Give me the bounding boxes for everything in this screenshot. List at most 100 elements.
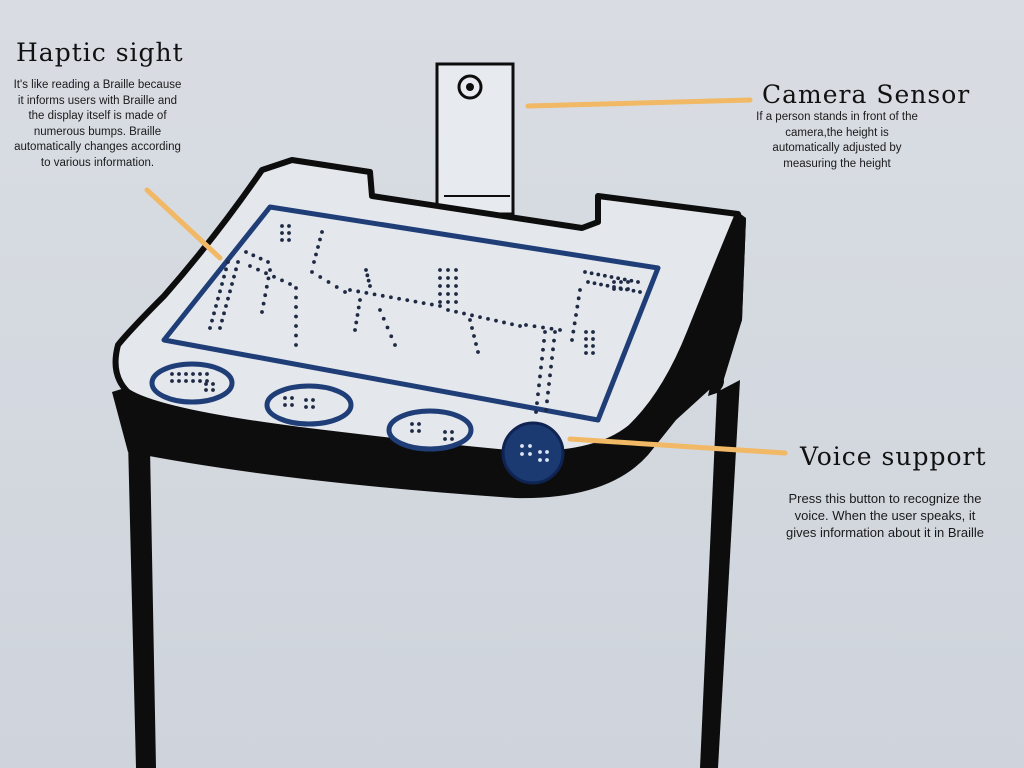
- braille-dot: [248, 264, 252, 268]
- braille-dot: [220, 318, 224, 323]
- braille-dot: [528, 444, 532, 448]
- braille-dot: [211, 382, 215, 386]
- braille-dot: [574, 313, 578, 317]
- braille-dot: [280, 238, 284, 242]
- braille-dot: [609, 275, 614, 279]
- haptic-callout-line: [144, 187, 223, 261]
- braille-dot: [534, 410, 538, 414]
- braille-dot: [552, 338, 556, 343]
- braille-dot: [234, 267, 238, 272]
- braille-dot: [553, 330, 557, 334]
- braille-dot: [170, 372, 174, 376]
- braille-dot: [204, 382, 208, 386]
- braille-dot: [353, 328, 357, 332]
- braille-dot: [228, 289, 232, 294]
- braille-dot: [417, 422, 421, 426]
- braille-dot: [260, 310, 264, 314]
- braille-dot: [446, 268, 450, 272]
- braille-key-1[interactable]: [149, 361, 235, 405]
- braille-dot: [343, 290, 347, 294]
- braille-dot: [589, 271, 594, 276]
- braille-dot: [631, 288, 636, 293]
- braille-dot: [205, 379, 209, 383]
- braille-dot: [312, 260, 316, 264]
- braille-dot: [226, 260, 230, 264]
- braille-dot: [570, 338, 574, 342]
- braille-dot: [629, 278, 634, 283]
- braille-dot: [294, 286, 298, 290]
- braille-dot: [348, 288, 352, 292]
- braille-dot: [287, 238, 291, 242]
- braille-dot: [510, 322, 514, 327]
- braille-dot: [258, 256, 263, 261]
- braille-dot: [218, 326, 222, 330]
- braille-dot: [538, 458, 542, 462]
- braille-dot: [443, 430, 447, 434]
- braille-dot: [232, 274, 236, 279]
- braille-dot: [547, 382, 551, 386]
- braille-dot: [364, 268, 368, 272]
- braille-dot: [378, 308, 382, 312]
- braille-dot: [318, 237, 322, 242]
- braille-dot: [545, 399, 549, 404]
- braille-dot: [462, 311, 466, 316]
- braille-dot: [450, 430, 454, 434]
- braille-dot: [326, 280, 331, 284]
- camera-lens-icon: [457, 74, 483, 100]
- braille-dot: [551, 347, 555, 352]
- braille-dot: [438, 276, 442, 280]
- braille-dot: [198, 379, 202, 383]
- braille-key-2[interactable]: [264, 383, 354, 427]
- braille-dot: [280, 278, 284, 283]
- voice-support-button[interactable]: [501, 421, 565, 485]
- braille-dot: [626, 287, 630, 291]
- braille-dot: [502, 320, 506, 325]
- braille-dot: [314, 252, 318, 257]
- braille-dot: [558, 328, 562, 332]
- braille-dot: [584, 344, 588, 348]
- braille-dot: [355, 313, 360, 317]
- braille-dot: [549, 326, 554, 331]
- braille-dot: [236, 260, 240, 264]
- braille-dot: [191, 379, 195, 383]
- braille-dot: [537, 383, 541, 388]
- braille-dot: [532, 324, 537, 329]
- braille-dot: [290, 396, 294, 400]
- braille-dot: [421, 301, 426, 305]
- braille-dot: [283, 403, 287, 407]
- braille-dot: [311, 405, 315, 409]
- braille-dot: [528, 452, 532, 456]
- braille-dot: [389, 295, 393, 300]
- braille-dot: [584, 337, 588, 341]
- braille-dot: [170, 379, 174, 383]
- braille-dot: [542, 338, 546, 343]
- braille-dot: [218, 289, 222, 294]
- braille-dot: [316, 245, 320, 249]
- braille-dot: [283, 396, 287, 400]
- camera-sensor-title: Camera Sensor: [762, 80, 971, 109]
- braille-dot: [518, 324, 522, 328]
- braille-dot: [372, 292, 377, 297]
- braille-display: [161, 204, 661, 423]
- braille-dot: [470, 326, 474, 330]
- braille-dot: [592, 281, 597, 286]
- braille-dot: [184, 379, 188, 383]
- braille-dot: [251, 253, 256, 258]
- braille-dot: [583, 270, 587, 274]
- braille-dot: [638, 290, 642, 294]
- braille-dot: [596, 272, 601, 277]
- braille-dot: [261, 301, 266, 306]
- braille-dot: [591, 337, 595, 341]
- braille-key-3[interactable]: [386, 408, 474, 452]
- braille-dot: [438, 300, 442, 304]
- braille-dot: [438, 284, 442, 288]
- braille-dot: [417, 429, 421, 433]
- left-stand-leg: [128, 440, 156, 768]
- braille-dot: [222, 311, 226, 316]
- braille-dot: [294, 324, 298, 328]
- kiosk-top-panel: [112, 157, 741, 458]
- camera-sensor-description: If a person stands in front of the camer…: [756, 111, 918, 170]
- braille-dot: [446, 292, 450, 296]
- braille-dot: [612, 287, 616, 291]
